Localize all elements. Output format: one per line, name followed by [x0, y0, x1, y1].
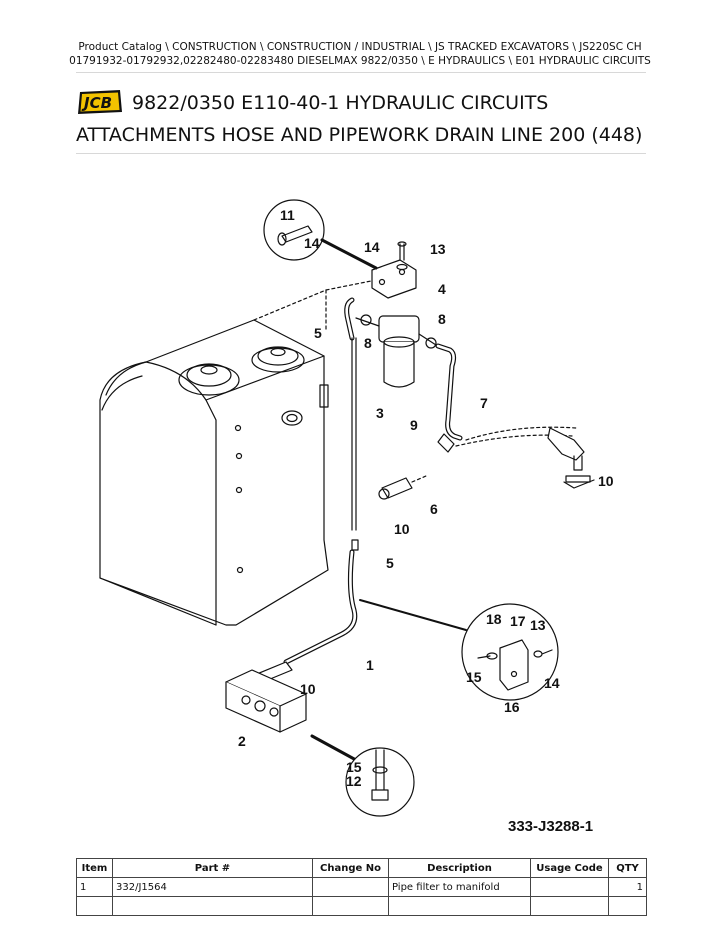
detail-bolt-top [263, 199, 378, 270]
breadcrumb: Product Catalog \ CONSTRUCTION \ CONSTRU… [0, 40, 720, 68]
callout-7: 7 [480, 395, 488, 411]
callout-10: 10 [394, 521, 410, 537]
callout-11: 11 [280, 207, 295, 223]
callout-13: 13 [530, 617, 546, 633]
adapter-drawing [378, 475, 427, 500]
callout-15: 15 [346, 759, 362, 775]
page-title-line-1: 9822/0350 E110-40-1 HYDRAULIC CIRCUITS [132, 92, 549, 114]
jcb-logo: JCB [76, 88, 124, 120]
column-header-description: Description [388, 858, 531, 878]
cell-qty: 1 [608, 877, 647, 897]
svg-text:JCB: JCB [81, 94, 112, 112]
callout-14: 14 [364, 239, 380, 255]
callout-1: 1 [366, 657, 374, 673]
callout-13: 13 [430, 241, 446, 257]
callout-15: 15 [466, 669, 482, 685]
drawing-reference-code: 333-J3288-1 [508, 818, 594, 835]
column-header-part: Part # [112, 858, 313, 878]
callout-14: 14 [544, 675, 560, 691]
cell-description: Pipe filter to manifold [388, 877, 531, 897]
column-header-usage-code: Usage Code [530, 858, 609, 878]
callout-5: 5 [314, 325, 322, 341]
fitting-drawing [547, 427, 595, 489]
table-header-row: Item Part # Change No Description Usage … [76, 858, 647, 878]
callout-5: 5 [386, 555, 394, 571]
divider [76, 72, 646, 73]
callout-17: 17 [510, 613, 526, 629]
callout-16: 16 [504, 699, 520, 715]
detail-bolt-bottom [345, 747, 415, 817]
column-header-change-no: Change No [312, 858, 389, 878]
filter-drawing [344, 241, 577, 531]
parts-table: Item Part # Change No Description Usage … [76, 858, 647, 916]
callout-10: 10 [598, 473, 614, 489]
callout-9: 9 [410, 417, 418, 433]
callout-18: 18 [486, 611, 502, 627]
cell-usage-code [530, 877, 609, 897]
cell-change-no [312, 877, 389, 897]
callout-14: 14 [304, 235, 320, 251]
callout-12: 12 [346, 773, 362, 789]
hydraulic-tank-drawing [99, 279, 377, 626]
cell-part: 332/J1564 [112, 877, 313, 897]
callout-10: 10 [300, 681, 316, 697]
table-row[interactable]: 1 332/J1564 Pipe filter to manifold 1 [76, 877, 647, 897]
table-row [76, 896, 647, 916]
callout-8: 8 [438, 311, 446, 327]
callout-3: 3 [376, 405, 384, 421]
detail-bracket-right [461, 603, 559, 701]
breadcrumb-line-1: Product Catalog \ CONSTRUCTION \ CONSTRU… [78, 41, 642, 53]
breadcrumb-line-2: 01791932-01792932,02282480-02283480 DIES… [69, 55, 651, 67]
pipe-and-manifold-drawing [225, 539, 467, 762]
cell-item: 1 [76, 877, 113, 897]
exploded-parts-diagram: 11 14 14 13 4 5 8 8 7 3 9 10 6 10 5 1 10… [76, 170, 646, 850]
callout-4: 4 [438, 281, 446, 297]
column-header-item: Item [76, 858, 113, 878]
callout-8: 8 [364, 335, 372, 351]
page-title-line-2: ATTACHMENTS HOSE AND PIPEWORK DRAIN LINE… [76, 124, 643, 146]
callout-2: 2 [238, 733, 246, 749]
divider [76, 153, 646, 154]
callout-6: 6 [430, 501, 438, 517]
column-header-qty: QTY [608, 858, 647, 878]
